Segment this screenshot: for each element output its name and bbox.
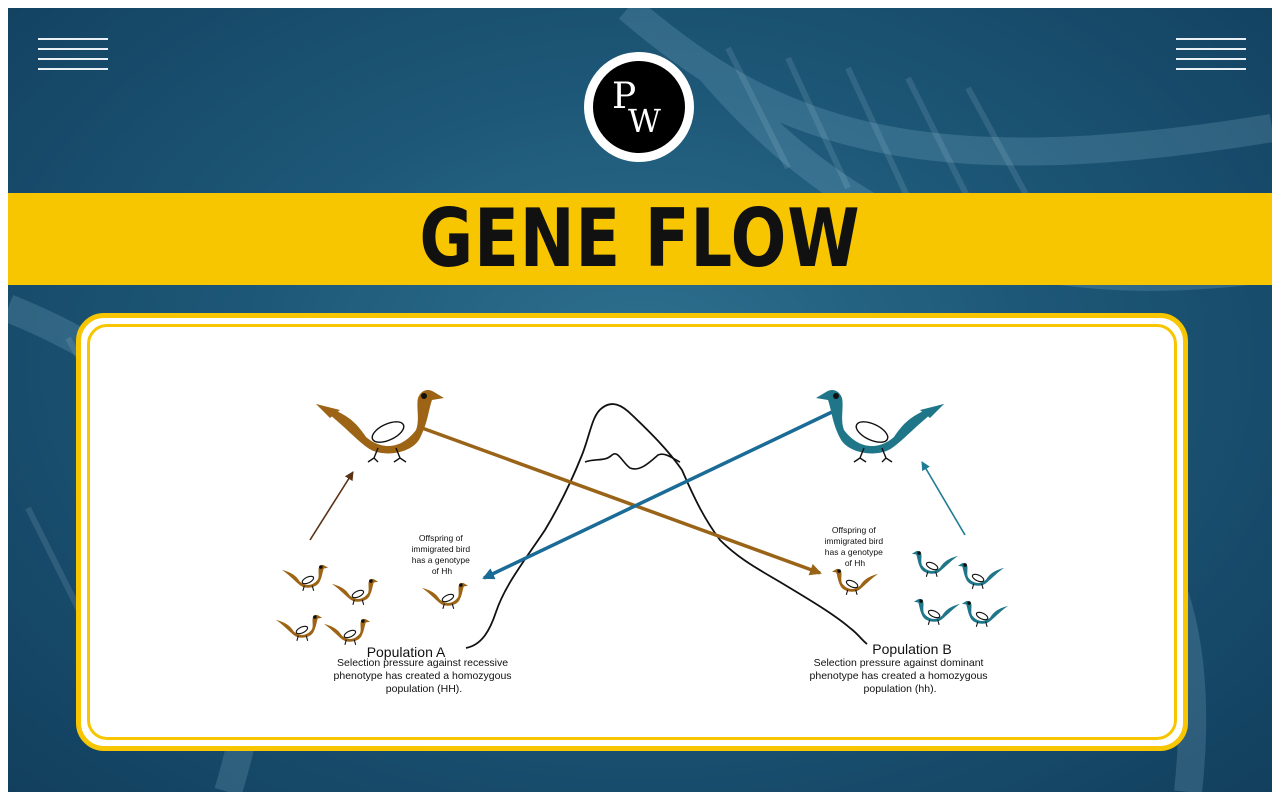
arrow-population-a-to-b	[421, 426, 822, 576]
bird-small-a-1	[282, 564, 329, 591]
offspring-a-label: Offspring of immigrated bird has a genot…	[412, 533, 473, 576]
bird-small-b-1	[911, 550, 958, 577]
bird-small-a-3	[276, 614, 323, 641]
pw-logo[interactable]: P W	[584, 52, 694, 162]
arrow-population-b-to-a	[482, 410, 833, 580]
bird-offspring-a	[422, 582, 469, 609]
bird-small-b-2	[957, 562, 1004, 589]
bird-offspring-b	[831, 568, 878, 595]
offspring-b-label: Offspring of immigrated bird has a genot…	[825, 525, 886, 568]
bird-small-b-4	[961, 600, 1008, 627]
arrow-growth-b	[921, 461, 966, 536]
bird-large-population-a	[316, 390, 444, 463]
bird-small-b-3	[913, 598, 960, 625]
svg-text:P: P	[612, 76, 636, 117]
bird-large-population-b	[816, 390, 944, 463]
arrow-growth-a	[309, 471, 354, 541]
pw-logo-glyph: P W	[612, 76, 661, 140]
diagram-card-inner	[87, 324, 1177, 740]
mountain-snow-line	[584, 453, 681, 470]
bird-small-a-2	[332, 578, 379, 605]
population-b-title: Population B	[872, 641, 951, 657]
mountain-outline	[465, 403, 868, 649]
menu-icon-right[interactable]	[1176, 38, 1246, 78]
title-banner: GENE FLOW	[8, 193, 1272, 285]
population-a-description: Selection pressure against recessive phe…	[334, 657, 515, 695]
menu-icon-left[interactable]	[38, 38, 108, 78]
population-a-title: Population A	[367, 644, 446, 660]
diagram-card	[76, 313, 1188, 751]
svg-text:W: W	[628, 102, 661, 140]
population-b-description: Selection pressure against dominant phen…	[810, 657, 991, 695]
page-title: GENE FLOW	[419, 192, 861, 285]
pw-logo-mark: P W	[593, 61, 685, 153]
bird-small-a-4	[324, 618, 371, 645]
